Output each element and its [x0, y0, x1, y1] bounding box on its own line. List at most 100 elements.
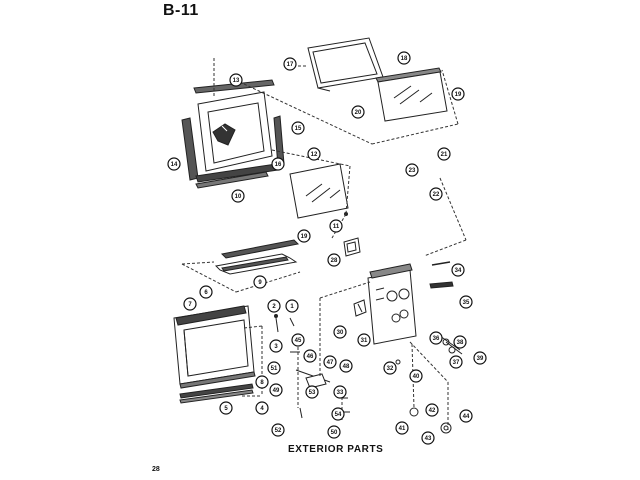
callout-11: 11	[329, 219, 343, 233]
inner-glass-part	[289, 163, 349, 219]
callout-label: 39	[477, 356, 484, 362]
callout-label: 35	[463, 300, 470, 306]
callout-21: 21	[437, 147, 451, 161]
glass-pane-part	[377, 71, 448, 122]
callout-circle	[183, 297, 197, 311]
figure-caption: EXTERIOR PARTS	[288, 444, 384, 455]
callout-36: 36	[429, 331, 443, 345]
callout-circle	[291, 121, 305, 135]
callout-15: 15	[291, 121, 305, 135]
callout-4: 4	[255, 401, 269, 415]
callout-circle	[333, 385, 347, 399]
callout-14: 14	[167, 157, 181, 171]
callout-circle	[453, 335, 467, 349]
callout-label: 2	[272, 304, 276, 310]
callout-label: 44	[463, 414, 470, 420]
callout-circle	[425, 403, 439, 417]
callout-circle	[459, 295, 473, 309]
callout-23: 23	[405, 163, 419, 177]
callout-circle	[229, 73, 243, 87]
callout-label: 11	[333, 224, 340, 230]
callout-circle	[473, 351, 487, 365]
callout-label: 23	[409, 168, 416, 174]
callout-circle	[305, 385, 319, 399]
callout-circle	[351, 105, 365, 119]
callout-circle	[269, 339, 283, 353]
callout-circle	[327, 425, 341, 439]
callout-label: 17	[287, 62, 294, 68]
callout-45: 45	[291, 333, 305, 347]
callout-30: 30	[333, 325, 347, 339]
callout-39: 39	[473, 351, 487, 365]
callout-44: 44	[459, 409, 473, 423]
callout-circle	[255, 401, 269, 415]
callout-35: 35	[459, 295, 473, 309]
callout-circle	[421, 431, 435, 445]
callout-circle	[395, 421, 409, 435]
callout-52: 52	[271, 423, 285, 437]
callout-label: 48	[343, 364, 350, 370]
side-strips	[429, 261, 454, 289]
callout-31: 31	[357, 333, 371, 347]
callout-38: 38	[453, 335, 467, 349]
callout-22: 22	[429, 187, 443, 201]
callout-circle	[219, 401, 233, 415]
callout-10: 10	[231, 189, 245, 203]
callout-label: 51	[271, 366, 278, 372]
callout-circle	[167, 157, 181, 171]
callout-label: 3	[274, 344, 278, 350]
callout-12: 12	[307, 147, 321, 161]
callout-label: 43	[425, 436, 432, 442]
callout-54: 54	[331, 407, 345, 421]
callout-20: 20	[351, 105, 365, 119]
callout-label: 42	[429, 408, 436, 414]
callout-circle	[291, 333, 305, 347]
clip-part	[353, 299, 367, 317]
callout-label: 5	[224, 406, 228, 412]
callout-50: 50	[327, 425, 341, 439]
callout-51: 51	[267, 361, 281, 375]
callout-circle	[323, 355, 337, 369]
page-number: 28	[152, 466, 160, 473]
callout-circle	[437, 147, 451, 161]
control-panel-assembly	[367, 263, 417, 345]
callout-label: 10	[235, 194, 242, 200]
callout-label: 38	[457, 340, 464, 346]
callout-label: 22	[433, 192, 440, 198]
window-frame-assembly	[181, 79, 285, 189]
callout-circle	[199, 285, 213, 299]
trim-strip-part	[375, 67, 442, 83]
callout-label: 6	[204, 290, 208, 296]
callout-label: 4	[260, 406, 264, 412]
callout-label: 34	[455, 268, 462, 274]
callout-label: 45	[295, 338, 302, 344]
callout-circle	[331, 407, 345, 421]
callout-circle	[327, 253, 341, 267]
callout-circle	[383, 361, 397, 375]
callout-circle	[429, 331, 443, 345]
callout-circle	[451, 87, 465, 101]
leader-lines	[181, 58, 467, 430]
callout-circle	[255, 375, 269, 389]
callout-circle	[451, 263, 465, 277]
callout-circle	[405, 163, 419, 177]
callout-label: 13	[233, 78, 240, 84]
callout-label: 20	[355, 110, 362, 116]
callout-circle	[271, 157, 285, 171]
callout-34: 34	[451, 263, 465, 277]
callout-circle	[285, 299, 299, 313]
callout-18: 18	[397, 51, 411, 65]
callout-label: 18	[401, 56, 408, 62]
callout-2: 2	[267, 299, 281, 313]
callout-37: 37	[449, 355, 463, 369]
callout-label: 52	[275, 428, 282, 434]
callout-label: 53	[309, 390, 316, 396]
callout-label: 12	[311, 152, 318, 158]
callout-circle	[449, 355, 463, 369]
callout-47: 47	[323, 355, 337, 369]
callout-13: 13	[229, 73, 243, 87]
callout-label: 46	[307, 354, 314, 360]
callout-circle	[459, 409, 473, 423]
